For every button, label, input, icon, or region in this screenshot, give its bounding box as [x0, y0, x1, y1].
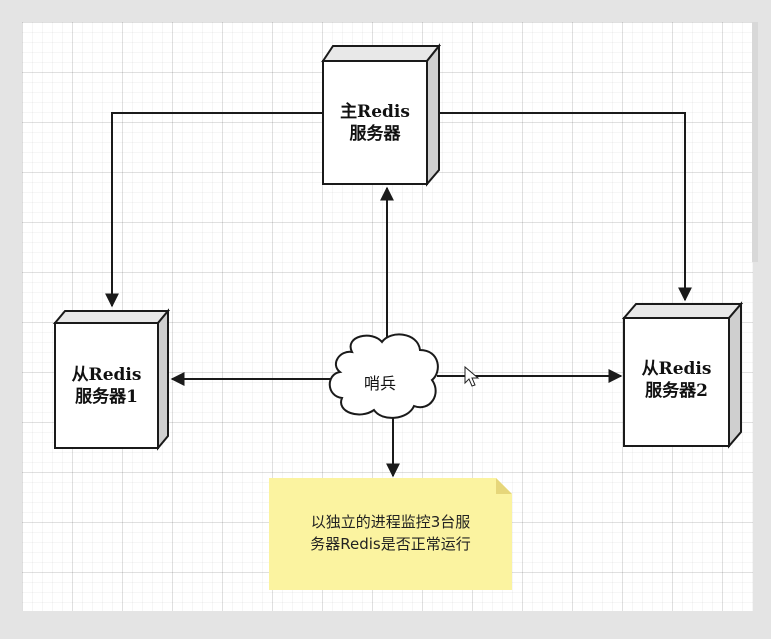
- master-to-slave2-arrow: [439, 112, 692, 302]
- master-node-label-line2: 服务器: [349, 124, 401, 144]
- mouse-cursor-icon: [464, 365, 480, 387]
- master-to-slave1-arrow: [105, 112, 323, 308]
- sentinel-note: [269, 478, 512, 590]
- master-node-label-line1: 主Redis: [340, 102, 410, 122]
- sentinel-label: 哨兵: [364, 374, 397, 393]
- master-redis-node[interactable]: [321, 43, 442, 187]
- slave1-node-label-line1: 从Redis: [71, 365, 142, 385]
- slave2-node-label: 从Redis 服务器2: [624, 358, 729, 402]
- sentinel-note-line2: 务器Redis是否正常运行: [310, 535, 471, 553]
- slave2-node-label-line2: 服务器2: [645, 381, 708, 401]
- slave1-node-label: 从Redis 服务器1: [55, 364, 158, 408]
- slave-redis-node-1[interactable]: [52, 308, 171, 451]
- slave2-node-label-line1: 从Redis: [641, 359, 712, 379]
- sentinel-note-line1: 以独立的进程监控3台服: [310, 513, 471, 531]
- slave1-node-label-line2: 服务器1: [75, 387, 138, 407]
- slave-redis-node-2[interactable]: [621, 301, 744, 449]
- master-node-label: 主Redis 服务器: [323, 101, 427, 145]
- vertical-scrollbar[interactable]: [752, 22, 758, 262]
- sentinel-cloud[interactable]: [328, 333, 439, 419]
- sentinel-note-text: 以独立的进程监控3台服 务器Redis是否正常运行: [269, 511, 512, 555]
